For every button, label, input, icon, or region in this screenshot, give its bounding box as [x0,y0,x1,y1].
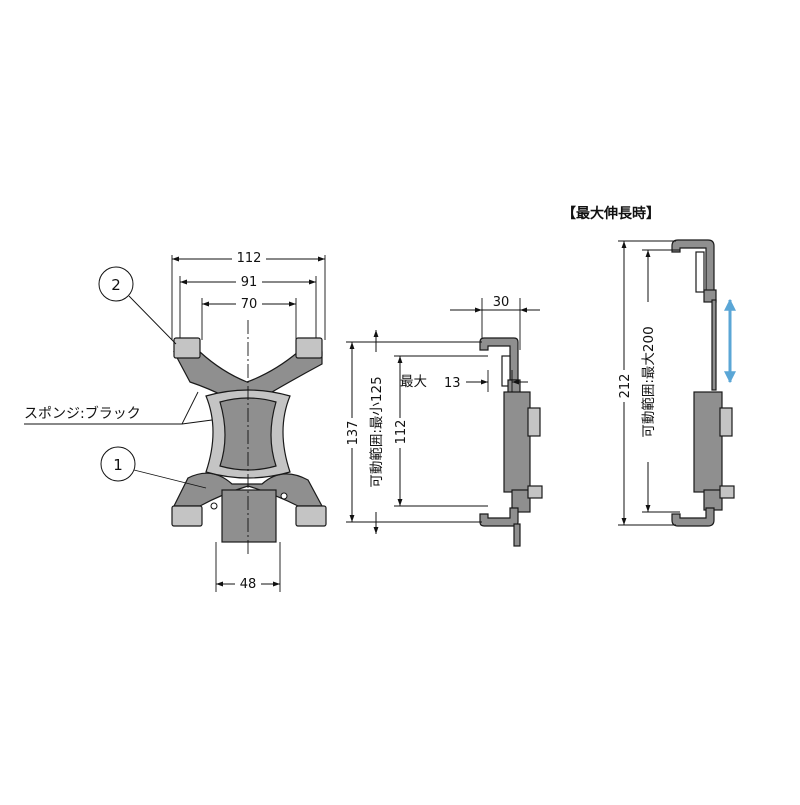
dim-label-70: 70 [241,297,258,312]
ext-main-plate [693,391,723,493]
side-spring [501,355,511,387]
dim-label-112-height: 112 [394,420,409,445]
ext-screw [719,485,735,499]
callout-2-circle [98,266,134,302]
dim-label-212: 212 [618,374,633,399]
range-label-min: 可動範囲:最小125 [369,376,385,487]
pad-top-right [295,337,323,359]
side-bottom-hook [479,507,519,527]
screw-right [280,492,288,500]
callout-2-label: 2 [111,276,121,294]
side-knob [527,407,541,437]
ext-top-hook [671,239,715,297]
ext-joint [703,289,717,303]
ext-rail [711,299,717,391]
ext-spring [695,251,705,293]
pad-bottom-right [295,505,327,527]
pad-top-left [173,337,201,359]
ext-bottom-hook [671,507,715,527]
dim-label-112: 112 [237,251,262,266]
side-lower-block [511,489,531,513]
ext-lower-block [703,489,723,511]
max-value: 13 [444,376,461,391]
dim-label-48: 48 [240,577,257,592]
dim-label-30: 30 [493,295,510,310]
sponge-label: スポンジ:ブラック [24,405,141,422]
range-label-max: 可動範囲:最大200 [641,326,657,437]
extended-title: 【最大伸長時】 [562,205,660,222]
side-bottom-tab [513,523,521,547]
ext-knob [719,407,733,437]
base-stem [221,489,277,543]
side-screw [527,485,543,499]
dim-label-137: 137 [346,421,361,446]
screw-left [210,502,218,510]
max-label: 最大 [400,374,427,390]
extended-view: 【最大伸長時】 212 可動範囲:最大200 [562,205,736,527]
front-view: 112 91 70 48 2 [24,250,327,592]
side-view: 30 137 可動範囲:最小125 112 最大 13 [344,295,543,547]
callout-1-label: 1 [113,456,123,474]
dim-label-91: 91 [241,275,258,290]
side-main-plate [503,391,531,493]
callout-1-circle [100,446,136,482]
pad-bottom-left [171,505,203,527]
